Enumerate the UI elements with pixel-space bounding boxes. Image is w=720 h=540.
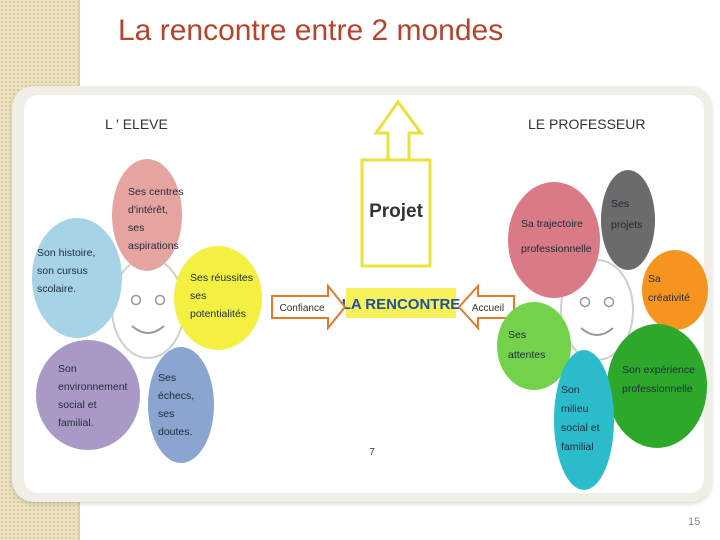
prof-bubble-milieu	[554, 350, 614, 490]
bubble-line: aspirations	[128, 240, 179, 252]
bubble-line: Ses	[158, 372, 176, 384]
bubble-line: Sa trajectoire	[521, 218, 583, 230]
bubble-line: professionnelle	[521, 243, 592, 255]
bubble-line: son cursus	[37, 265, 88, 277]
bubble-line: projets	[611, 219, 643, 231]
eleve-flower: Ses centres d'intérêt, ses aspirations S…	[32, 159, 262, 463]
bubble-line: social et	[561, 422, 600, 434]
professeur-flower: Sa trajectoire professionnelle Ses proje…	[497, 170, 708, 490]
bubble-line: environnement	[58, 381, 128, 393]
eleve-smiley-face	[112, 258, 184, 358]
bubble-line: Son	[58, 363, 77, 375]
bubble-line: ses	[158, 408, 174, 420]
bubble-line: social et	[58, 399, 97, 411]
bubble-line: familial.	[58, 417, 94, 429]
bubble-line: créativité	[648, 292, 690, 304]
eleve-right-eye	[156, 296, 165, 305]
bubble-line: Ses	[508, 329, 526, 341]
prof-bubble-creativite	[642, 250, 708, 330]
professeur-label: LE PROFESSEUR	[528, 116, 645, 132]
bubble-line: professionnelle	[622, 383, 693, 395]
page-number: 15	[688, 516, 700, 528]
projet-label: Projet	[369, 201, 424, 222]
confiance-label: Confiance	[279, 303, 324, 314]
prof-left-eye	[581, 298, 590, 307]
bubble-line: Son histoire,	[37, 247, 95, 259]
rencontre-label: LA RENCONTRE	[342, 296, 461, 313]
bubble-line: Ses	[611, 198, 629, 210]
eleve-bubble-echecs	[148, 347, 214, 463]
inner-slide-number: 7	[369, 447, 375, 458]
projet-up-arrow	[376, 102, 421, 160]
bubble-line: ses	[190, 290, 206, 302]
bubble-line: Ses centres	[128, 186, 183, 198]
eleve-bubble-histoire	[32, 218, 122, 338]
bubble-line: familial	[561, 441, 594, 453]
accueil-label: Accueil	[472, 303, 504, 314]
prof-bubble-trajectoire	[508, 182, 600, 298]
bubble-line: attentes	[508, 349, 545, 361]
bubble-line: Sa	[648, 273, 661, 285]
eleve-label: L ' ELEVE	[105, 116, 168, 132]
bubble-line: d'intérêt,	[128, 204, 168, 216]
eleve-left-eye	[132, 296, 141, 305]
bubble-line: échecs,	[158, 390, 194, 402]
prof-right-eye	[605, 298, 614, 307]
bubble-line: scolaire.	[37, 283, 76, 295]
bubble-line: Ses réussites	[190, 272, 253, 284]
bubble-line: potentialités	[190, 308, 246, 320]
bubble-line: Son	[561, 384, 580, 396]
bubble-line: ses	[128, 222, 144, 234]
bubble-line: doutes.	[158, 426, 192, 438]
bubble-line: milieu	[561, 403, 589, 415]
eleve-bubble-environnement	[36, 340, 140, 450]
prof-bubble-attentes	[497, 302, 571, 390]
eleve-bubble-reussites	[174, 246, 262, 350]
bubble-line: Son expérience	[622, 364, 695, 376]
